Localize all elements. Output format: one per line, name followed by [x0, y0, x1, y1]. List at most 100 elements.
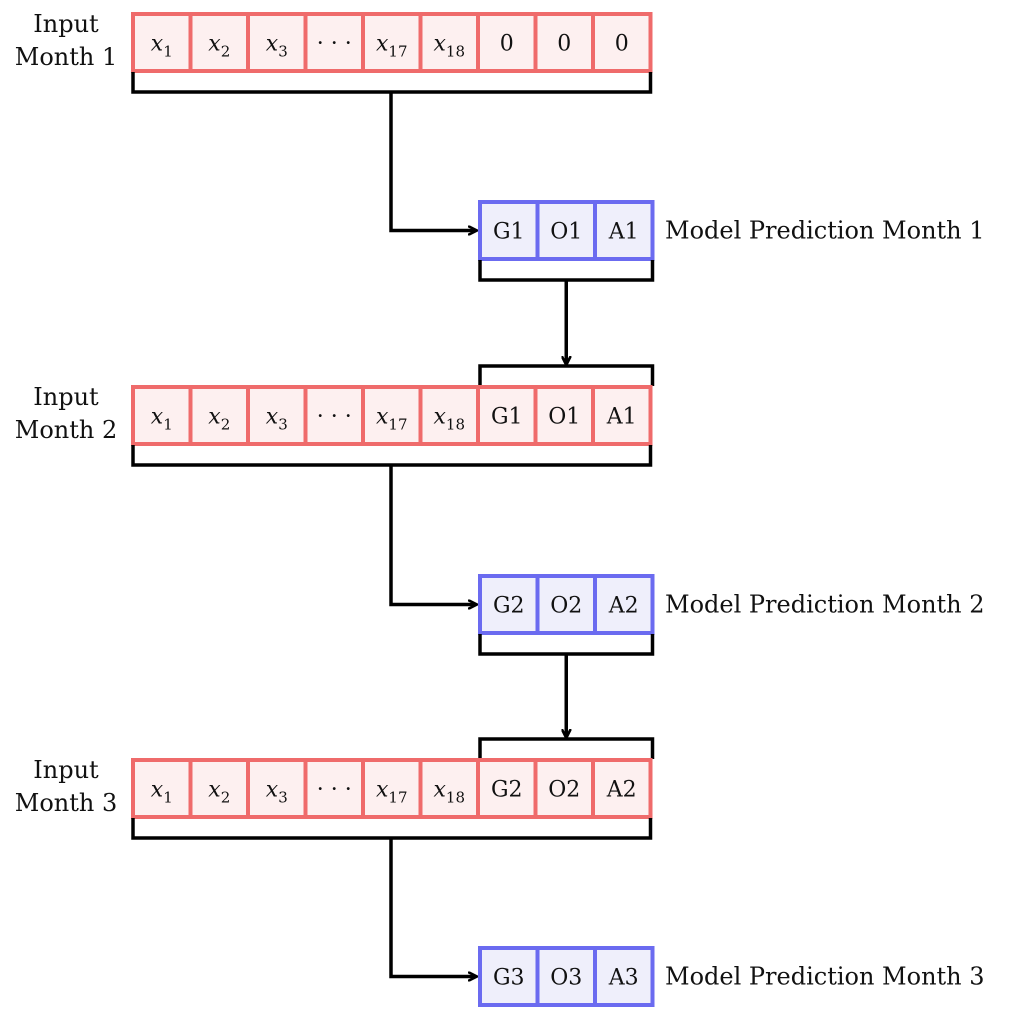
input-cell-5: x17 [361, 758, 423, 819]
prediction-cell-3: A2 [593, 574, 655, 635]
input-cell-9: 0 [591, 12, 653, 73]
input-cell-5-label: x17 [376, 405, 408, 434]
input-cell-1-label: x1 [151, 778, 173, 807]
input-cell-2-label: x2 [208, 778, 230, 807]
input-cell-9-label: 0 [615, 32, 629, 57]
prediction-label-month-1: Model Prediction Month 1 [665, 217, 985, 245]
input-vector-month-3: x1 x2 x3 · · · x17 x18 G2 O2 A2 [131, 758, 653, 819]
input-cell-9-label: A1 [606, 405, 637, 430]
input-cell-6-box [418, 12, 480, 73]
input-cell-8: O1 [533, 385, 595, 446]
prediction-cell-1-label: G2 [493, 594, 525, 619]
input-cell-7: 0 [476, 12, 538, 73]
feedback-bracket-month-3 [478, 737, 655, 759]
input-cell-3: x3 [246, 385, 308, 446]
prediction-cell-1: G1 [478, 200, 540, 261]
input-cell-5: x17 [361, 385, 423, 446]
input-cell-4-box [303, 12, 365, 73]
input-cell-4-label: · · · [317, 778, 352, 803]
prediction-cell-3-label: A1 [608, 220, 639, 245]
feedback-bracket-month-2 [478, 364, 655, 386]
prediction-cell-2: O1 [535, 200, 597, 261]
input-bracket-month-3 [131, 818, 653, 840]
prediction-cell-3: A3 [593, 946, 655, 1007]
input-cell-6: x18 [418, 758, 480, 819]
input-cell-5-box [361, 385, 423, 446]
input-cell-1: x1 [131, 385, 193, 446]
input-cell-3-label: x3 [266, 405, 288, 434]
input-cell-2: x2 [188, 12, 250, 73]
input-cell-3: x3 [246, 12, 308, 73]
prediction-cell-2-box [535, 574, 597, 635]
input-cell-6-label: x18 [433, 778, 465, 807]
input-cell-2-label: x2 [208, 405, 230, 434]
prediction-cell-3-box [593, 200, 655, 261]
prediction-cell-1: G3 [478, 946, 540, 1007]
input-cell-6-label: x18 [433, 405, 465, 434]
input-cell-9-label: A2 [606, 778, 637, 803]
arrow-input-to-prediction-1 [389, 92, 476, 231]
prediction-bracket-month-2 [478, 634, 655, 656]
arrow-input-to-prediction-3 [389, 838, 476, 977]
input-cell-7-box [476, 385, 538, 446]
input-cell-5-label: x17 [376, 32, 408, 61]
input-cell-4: · · · [303, 758, 365, 819]
input-bracket-month-2 [131, 445, 653, 467]
input-cell-7-label: G2 [491, 778, 523, 803]
prediction-cell-3-label: A3 [608, 966, 639, 991]
input-cell-8-box [533, 12, 595, 73]
input-cell-8-label: O1 [548, 405, 580, 430]
input-cell-7-label: 0 [500, 32, 514, 57]
input-cell-4: · · · [303, 385, 365, 446]
input-cell-9: A2 [591, 758, 653, 819]
prediction-cell-1: G2 [478, 574, 540, 635]
prediction-cell-1-box [478, 574, 540, 635]
input-bracket-month-1 [131, 72, 653, 94]
input-cell-8: 0 [533, 12, 595, 73]
input-cell-1-label: x1 [151, 405, 173, 434]
input-cell-4: · · · [303, 12, 365, 73]
input-cell-3-box [246, 758, 308, 819]
prediction-cell-1-label: G1 [493, 220, 525, 245]
input-cell-5: x17 [361, 12, 423, 73]
prediction-label-month-3: Model Prediction Month 3 [665, 963, 985, 991]
input-cell-8: O2 [533, 758, 595, 819]
input-cell-1-box [131, 12, 193, 73]
prediction-cell-2: O3 [535, 946, 597, 1007]
prediction-cell-2: O2 [535, 574, 597, 635]
input-cell-5-label: x17 [376, 778, 408, 807]
input-cell-9-box [591, 385, 653, 446]
arrow-input-to-prediction-2 [389, 465, 476, 605]
input-cell-6-label: x18 [433, 32, 465, 61]
input-cell-1: x1 [131, 758, 193, 819]
prediction-cell-2-label: O2 [550, 594, 582, 619]
input-cell-2-label: x2 [208, 32, 230, 61]
prediction-cell-3-label: A2 [608, 594, 639, 619]
prediction-cell-1-label: G3 [493, 966, 525, 991]
input-cell-9: A1 [591, 385, 653, 446]
input-cell-4-box [303, 758, 365, 819]
prediction-cell-1-box [478, 200, 540, 261]
prediction-vector-month-1: G1 O1 A1 [478, 200, 655, 261]
prediction-vector-month-3: G3 O3 A3 [478, 946, 655, 1007]
input-cell-3-label: x3 [266, 778, 288, 807]
prediction-cell-3-box [593, 946, 655, 1007]
prediction-cell-3: A1 [593, 200, 655, 261]
input-cell-3-label: x3 [266, 32, 288, 61]
input-cell-4-label: · · · [317, 405, 352, 430]
prediction-cell-2-label: O1 [550, 220, 582, 245]
input-cell-1-label: x1 [151, 32, 173, 61]
input-cell-2-box [188, 385, 250, 446]
prediction-cell-3-box [593, 574, 655, 635]
input-cell-3: x3 [246, 758, 308, 819]
input-cell-2: x2 [188, 385, 250, 446]
input-cell-7-box [476, 758, 538, 819]
